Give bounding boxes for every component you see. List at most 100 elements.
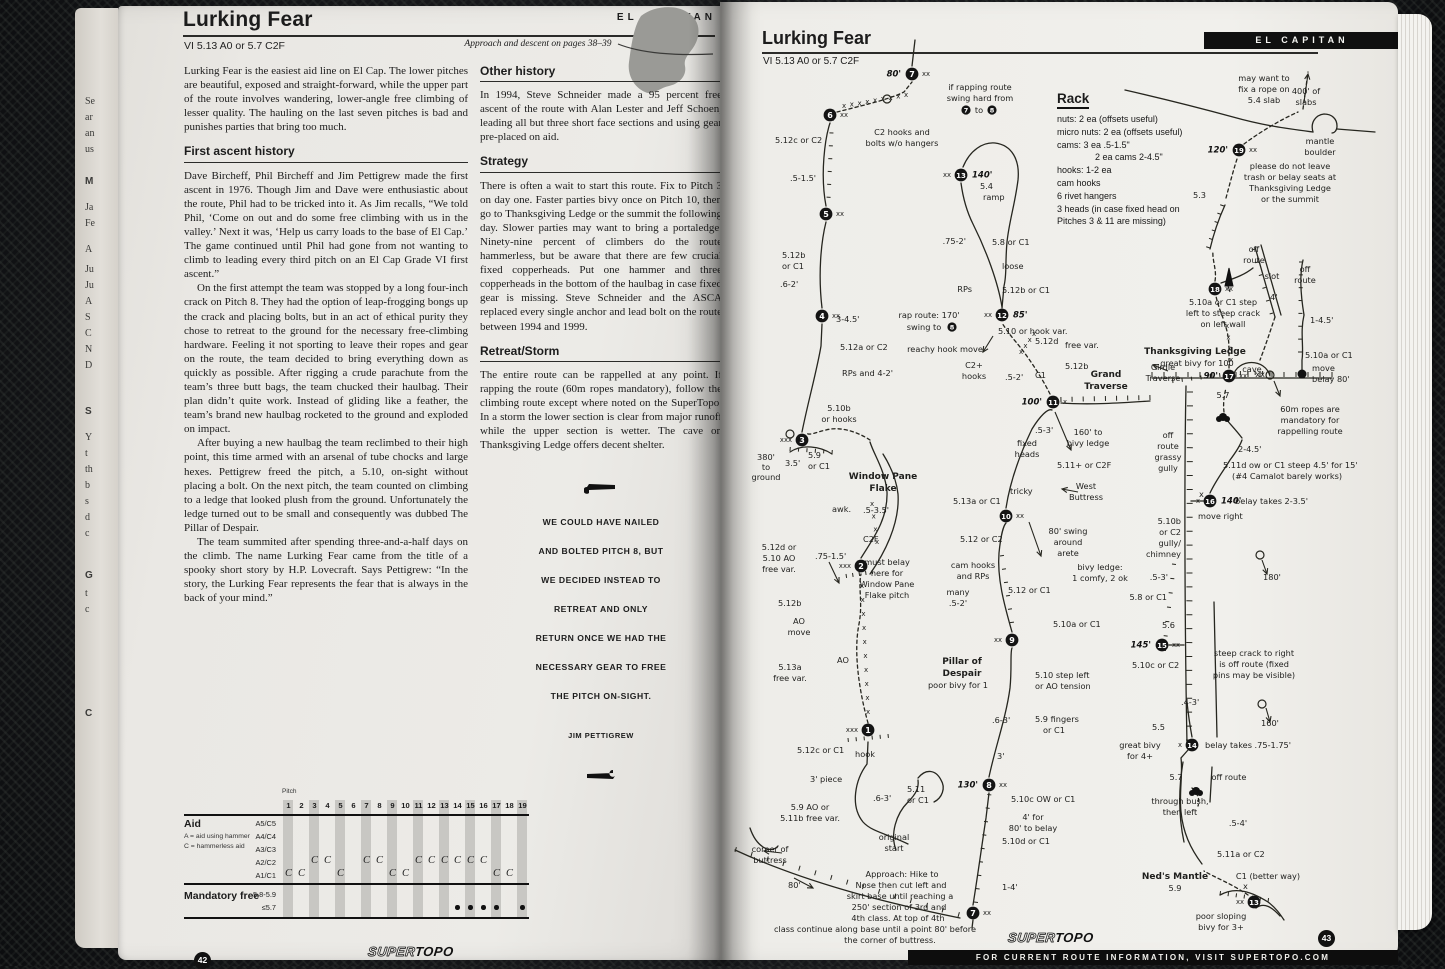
topo-hatch-tick bbox=[846, 574, 847, 578]
bolt-hanger-icon bbox=[584, 769, 618, 781]
topo-label: C1 bbox=[1035, 370, 1046, 380]
topo-hatch-tick bbox=[1191, 377, 1192, 381]
page-fragment: an bbox=[85, 128, 94, 139]
pitch-2-number: 2 bbox=[858, 562, 864, 571]
topo-label: Despair bbox=[943, 669, 983, 679]
topo-label: belay 80' bbox=[1312, 374, 1350, 384]
topo-label: free var. bbox=[773, 673, 807, 683]
rack-item: Pitches 3 & 11 are missing) bbox=[1057, 215, 1267, 228]
topo-label: 1 comfy, 2 ok bbox=[1072, 573, 1128, 583]
rack-box: Rack nuts: 2 ea (offsets useful)micro nu… bbox=[1057, 90, 1267, 228]
topo-label: 5.10d or C1 bbox=[1002, 836, 1050, 846]
topo-label: 1-4' bbox=[1002, 882, 1018, 892]
page-edges bbox=[1398, 14, 1432, 930]
topo-label: to bbox=[762, 462, 770, 472]
pitch-length-label: 140' bbox=[1221, 497, 1241, 507]
topo-label: off bbox=[1163, 430, 1174, 440]
topo-label: then left bbox=[1163, 807, 1198, 817]
topo-label: Thanksgiving Ledge bbox=[1144, 347, 1246, 357]
aid-chart-el: Pitch bbox=[282, 788, 296, 795]
topo-label: chimney bbox=[1146, 549, 1181, 559]
aid-chart-el: 1 bbox=[282, 801, 295, 810]
piton-icon bbox=[584, 482, 618, 494]
topo-label: move bbox=[1312, 363, 1335, 373]
topo-route-line bbox=[806, 429, 870, 440]
topo-label: 5.11a or C2 bbox=[1217, 849, 1265, 859]
topo-label: .5-3.5' bbox=[863, 505, 889, 515]
topo-hatch-tick bbox=[1266, 300, 1269, 301]
page-fragment: S bbox=[85, 312, 91, 323]
topo-label: 160' bbox=[1261, 718, 1279, 728]
topo-label: 5.8 or C1 bbox=[992, 237, 1030, 247]
topo-label: 5.9 fingers bbox=[1035, 714, 1079, 724]
arrow-line bbox=[1029, 522, 1041, 556]
rack-item: nuts: 2 ea (offsets useful) bbox=[1057, 113, 1267, 126]
page-fragment: us bbox=[85, 144, 94, 155]
aid-chart-el: C bbox=[490, 868, 503, 879]
topo-label: 3' bbox=[997, 751, 1004, 761]
rack-item: hooks: 1-2 ea bbox=[1057, 164, 1267, 177]
pitch-length-label: 130' bbox=[958, 781, 978, 791]
bolt-x-mark: x bbox=[865, 694, 869, 702]
anchor-bolts-xx: xxx bbox=[839, 562, 851, 570]
topo-label: if rapping route bbox=[948, 82, 1011, 92]
topo-label: left to steep crack bbox=[1186, 308, 1260, 318]
topo-label: .75-1.5' bbox=[815, 551, 846, 561]
aid-chart-el: A = aid using hammer bbox=[184, 833, 250, 840]
topo-label: RPs bbox=[957, 284, 972, 294]
topo-label: bolts w/o hangers bbox=[866, 138, 939, 148]
topo-label: route bbox=[1243, 255, 1265, 265]
topo-label: route bbox=[1294, 275, 1316, 285]
topo-label: 5.12b bbox=[778, 598, 801, 608]
page-fragment: th bbox=[85, 464, 93, 475]
bolt-x-mark: x bbox=[864, 666, 868, 674]
topo-route-line bbox=[820, 222, 826, 308]
aid-chart-el bbox=[184, 883, 529, 885]
topo-label: 5.12 or C1 bbox=[1008, 585, 1051, 595]
page-fragment: ar bbox=[85, 112, 93, 123]
topo-route-line bbox=[1213, 251, 1216, 281]
topo-route-line bbox=[1185, 386, 1187, 744]
topo-label: Flake bbox=[869, 484, 896, 494]
aid-chart-el: 13 bbox=[438, 801, 451, 810]
topo-hatch-tick bbox=[1219, 373, 1220, 377]
bolt-x-mark: x bbox=[850, 101, 854, 109]
anchor-bolts-xx: x bbox=[1196, 497, 1200, 505]
pitch-15-number: 15 bbox=[1157, 642, 1167, 650]
topo-label: or AO tension bbox=[1035, 681, 1091, 691]
topo-label: 5.12 or C2 bbox=[960, 534, 1003, 544]
page-fragment: Ju bbox=[85, 280, 94, 291]
rack-item: 2 ea cams 2-4.5" bbox=[1057, 151, 1267, 164]
topo-label: AO bbox=[837, 655, 849, 665]
topo-label: mandatory for bbox=[1281, 415, 1340, 425]
bolt-x-mark: x bbox=[842, 102, 846, 110]
topo-hatch-tick bbox=[1268, 898, 1269, 902]
supertopo-logo-left: SUPERTOPO bbox=[367, 944, 454, 959]
topo-label: 80' bbox=[788, 880, 801, 890]
aid-chart-el: C bbox=[451, 855, 464, 866]
pitch-length-label: 145' bbox=[1131, 641, 1151, 651]
pitch-length-label: 85' bbox=[1013, 311, 1027, 321]
topo-route-line bbox=[1312, 114, 1337, 133]
topo-label: or hooks bbox=[821, 414, 856, 424]
topo-hatch-tick bbox=[1004, 582, 1008, 583]
anchor-bolts-xx: x bbox=[1063, 398, 1067, 406]
topo-label: to bbox=[975, 105, 983, 115]
topo-label: skirt base until reaching a bbox=[847, 891, 954, 901]
anchor-bolts-xx: xx bbox=[840, 111, 848, 119]
page-fragment: Fe bbox=[85, 218, 95, 229]
page-fragment: G bbox=[85, 570, 93, 581]
topo-label: 400' of bbox=[1292, 86, 1321, 96]
aid-chart-el: C bbox=[399, 868, 412, 879]
topo-route-line bbox=[1061, 401, 1150, 404]
section-heading: Other history bbox=[480, 64, 722, 82]
pitch-4-number: 4 bbox=[819, 312, 825, 321]
quote-line: THE PITCH ON-SIGHT. bbox=[480, 682, 722, 711]
topo-label: C2+ bbox=[965, 360, 983, 370]
body-paragraph: The team summited after spending three-a… bbox=[184, 535, 468, 605]
topo-label: class continue along base until a point … bbox=[774, 924, 976, 934]
topo-label: the corner of buttress. bbox=[844, 935, 936, 945]
rack-heading: Rack bbox=[1057, 91, 1089, 109]
